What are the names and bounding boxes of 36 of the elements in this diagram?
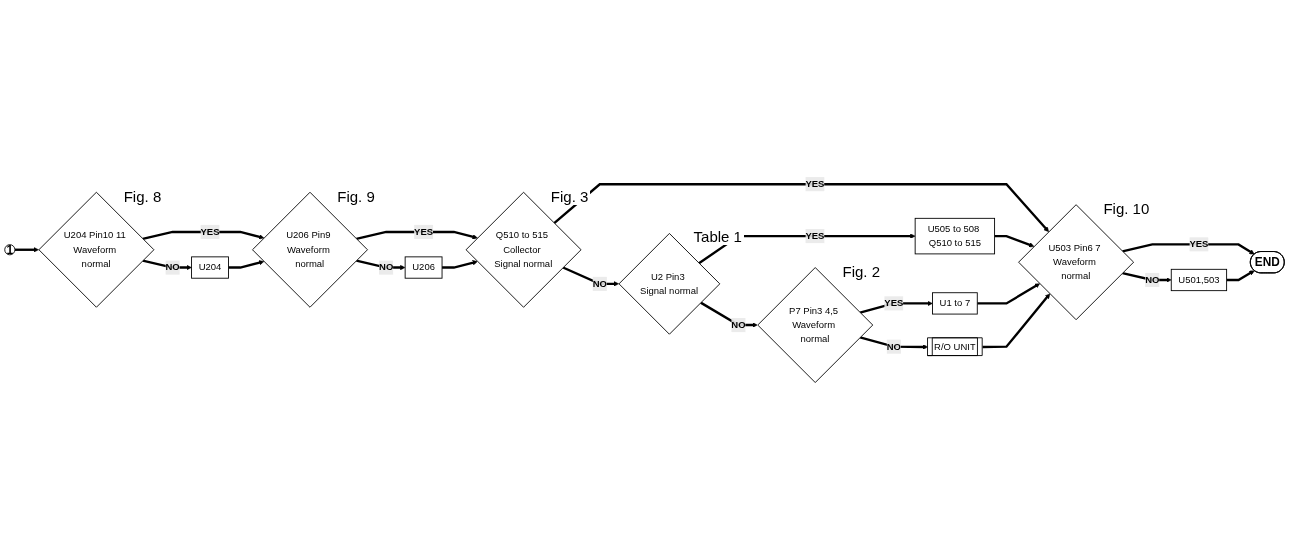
edge-label: YES bbox=[200, 226, 220, 237]
node-box: U206 bbox=[404, 256, 443, 279]
edge-label: YES bbox=[884, 298, 904, 309]
arrow bbox=[1226, 270, 1255, 282]
arrow bbox=[14, 247, 39, 253]
node-box: U1 to 7 bbox=[932, 292, 978, 315]
figure-reference: Fig. 9 bbox=[335, 188, 377, 206]
node-box: U501,503 bbox=[1170, 268, 1228, 292]
node-box: U505 to 508 Q510 to 515 bbox=[914, 217, 996, 255]
edge-label: NO bbox=[379, 262, 394, 273]
figure-reference: Fig. 8 bbox=[121, 188, 164, 206]
arrow bbox=[1122, 243, 1255, 255]
arrow bbox=[142, 230, 265, 241]
edge-label: NO bbox=[1145, 274, 1160, 285]
edge-label: YES bbox=[805, 230, 825, 241]
arrow bbox=[700, 301, 758, 328]
edge-label: NO bbox=[165, 262, 180, 273]
figure-reference: Fig. 2 bbox=[840, 263, 883, 281]
figure-reference: Fig. 10 bbox=[1101, 200, 1152, 218]
arrow bbox=[859, 336, 929, 350]
edge-label: NO bbox=[731, 319, 746, 330]
node-circle: 1 bbox=[4, 244, 16, 256]
arrow bbox=[994, 234, 1035, 248]
edge-label: YES bbox=[1189, 239, 1209, 250]
arrow bbox=[442, 260, 478, 269]
node-box: U204 bbox=[191, 256, 229, 279]
figure-reference: Fig. 3 bbox=[548, 188, 591, 206]
edge-label: NO bbox=[886, 341, 901, 352]
arrow bbox=[228, 260, 265, 269]
arrow bbox=[977, 283, 1040, 305]
arrow bbox=[553, 183, 1049, 232]
arrow bbox=[356, 230, 478, 241]
edge-label: YES bbox=[414, 226, 434, 237]
edge-label: NO bbox=[592, 278, 607, 289]
edge-label: YES bbox=[805, 178, 825, 189]
arrow bbox=[982, 293, 1051, 349]
